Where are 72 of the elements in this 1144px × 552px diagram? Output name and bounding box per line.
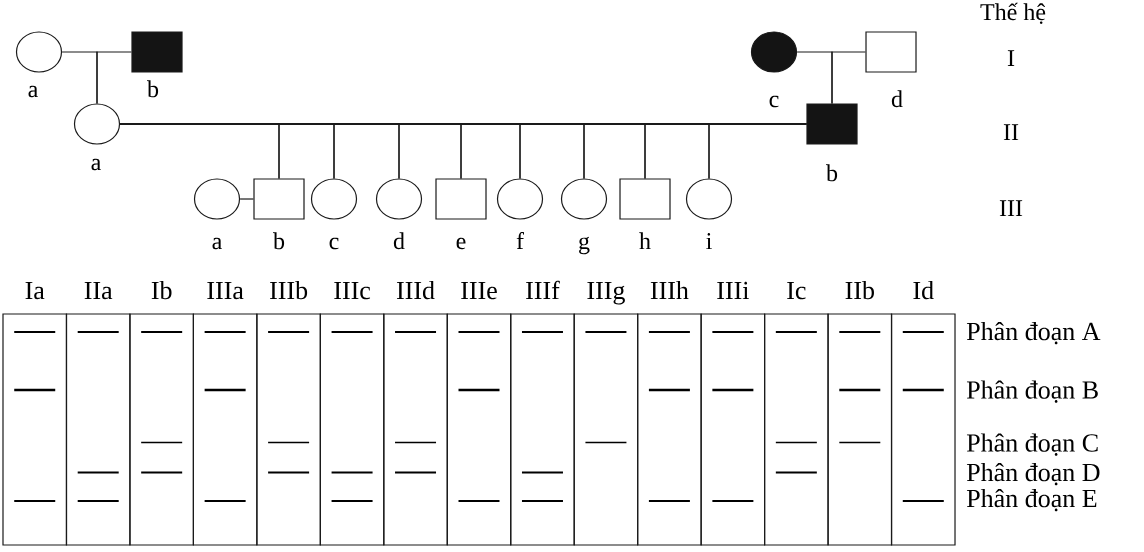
individual-label: g <box>579 236 590 255</box>
dna-band <box>839 388 881 392</box>
lane-label: IIIh <box>650 280 689 299</box>
fragment-label: Phân đoạn B <box>966 380 1098 403</box>
lane-label: IIId <box>397 280 435 300</box>
lane-label: IIIb <box>270 280 308 300</box>
dna-band <box>77 471 119 474</box>
dna-band <box>14 388 56 392</box>
dna-band <box>395 471 437 474</box>
dna-band <box>77 499 119 503</box>
individual-label: a <box>28 85 38 98</box>
fragment-label: Phân đoạn A <box>966 321 1101 345</box>
dna-band <box>585 441 627 444</box>
dna-band <box>775 471 817 474</box>
pedigree-line <box>831 51 866 104</box>
pedigree-line <box>96 51 132 104</box>
individual-label: b <box>826 164 838 182</box>
lane-label: Ic <box>787 281 806 300</box>
dna-band <box>204 388 246 392</box>
pedigree-line <box>239 198 254 200</box>
lane-label: IIIi <box>717 281 749 299</box>
pedigree-line <box>708 123 807 179</box>
lane-label: IIa <box>84 281 113 300</box>
individual-label: a <box>212 237 222 250</box>
dna-band <box>141 441 183 444</box>
individual-label: a <box>91 158 101 171</box>
lane-label: Ib <box>151 280 172 300</box>
dna-band <box>839 441 881 444</box>
fragment-label: Phân đoạn D <box>966 462 1100 486</box>
fragment-label: Phân đoạn C <box>966 433 1098 456</box>
dna-band <box>648 499 690 503</box>
dna-band <box>712 388 754 392</box>
dna-band <box>522 471 563 474</box>
individual-label: b <box>273 232 285 250</box>
dna-band <box>902 388 944 392</box>
fragment-label: Phân đoạn E <box>966 488 1097 512</box>
lane-label: IIIe <box>461 281 497 300</box>
individual-label: e <box>456 237 466 250</box>
dna-band <box>331 499 373 503</box>
individual-label: d <box>393 232 405 250</box>
lane-label: IIIc <box>334 281 371 300</box>
generation-label: I <box>1007 50 1015 66</box>
individual-label: b <box>147 80 159 98</box>
lane-label: IIIa <box>207 281 244 300</box>
individual-label: h <box>639 232 651 249</box>
individual-label: c <box>329 237 339 250</box>
dna-band <box>204 499 246 503</box>
lane-label: IIIf <box>526 280 560 299</box>
dna-band <box>522 499 563 503</box>
dna-band <box>902 499 944 503</box>
dna-band <box>648 388 690 392</box>
dna-band <box>268 471 310 474</box>
individual-label: d <box>891 90 903 108</box>
generation-label: II <box>1003 124 1019 140</box>
individual-label: i <box>706 233 712 249</box>
dna-band <box>395 441 437 444</box>
generation-label: III <box>999 200 1023 216</box>
dna-band <box>141 471 183 474</box>
dna-band <box>331 471 373 474</box>
dna-band <box>775 441 817 444</box>
generation-heading: Thế hệ <box>980 2 1046 24</box>
lane-label: Ia <box>25 281 45 300</box>
individual-label: f <box>516 232 524 249</box>
dna-band <box>458 499 500 503</box>
lane-label: IIb <box>845 280 874 300</box>
lane-label: Id <box>913 280 934 300</box>
dna-band <box>712 499 754 503</box>
dna-band <box>14 499 56 503</box>
lane-label: IIIg <box>587 281 625 305</box>
dna-band <box>268 441 310 444</box>
dna-band <box>458 388 500 392</box>
individual-label: c <box>769 95 779 108</box>
